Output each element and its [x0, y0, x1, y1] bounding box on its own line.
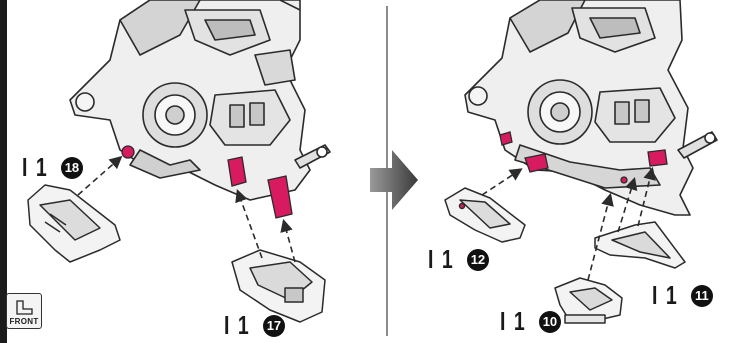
callout-part-18: I 1 18: [22, 152, 83, 183]
front-label: FRONT: [9, 317, 38, 326]
callout-part-10: I 1 10: [500, 306, 561, 337]
part-code: I 1: [428, 244, 454, 275]
part-number-badge: 10: [539, 311, 561, 333]
part-10-drawing: [555, 278, 622, 323]
part-number-badge: 11: [691, 285, 713, 307]
main-body-assembly: [465, 0, 717, 215]
part-code: I 1: [652, 280, 678, 311]
callout-part-12: I 1 12: [428, 244, 489, 275]
assembly-step-left: I 1 18 I 1 17 FRONT: [0, 0, 388, 343]
part-11-drawing: [595, 222, 685, 268]
part-18-drawing: [28, 185, 120, 262]
part-number-badge: 12: [467, 249, 489, 271]
callout-part-11: I 1 11: [652, 280, 713, 311]
part-code: I 1: [500, 306, 526, 337]
step-divider: [386, 6, 388, 336]
callout-part-17: I 1 17: [224, 310, 285, 341]
part-code: I 1: [22, 152, 48, 183]
main-body-assembly: [70, 0, 330, 200]
assembly-step-right: I 1 12 I 1 11 I 1 10: [390, 0, 730, 343]
part-12-drawing: [445, 188, 525, 242]
part-code: I 1: [224, 310, 250, 341]
foot-outline-icon: [7, 297, 41, 317]
part-number-badge: 18: [61, 157, 83, 179]
front-icon: FRONT: [6, 293, 42, 329]
part-number-badge: 17: [263, 315, 285, 337]
